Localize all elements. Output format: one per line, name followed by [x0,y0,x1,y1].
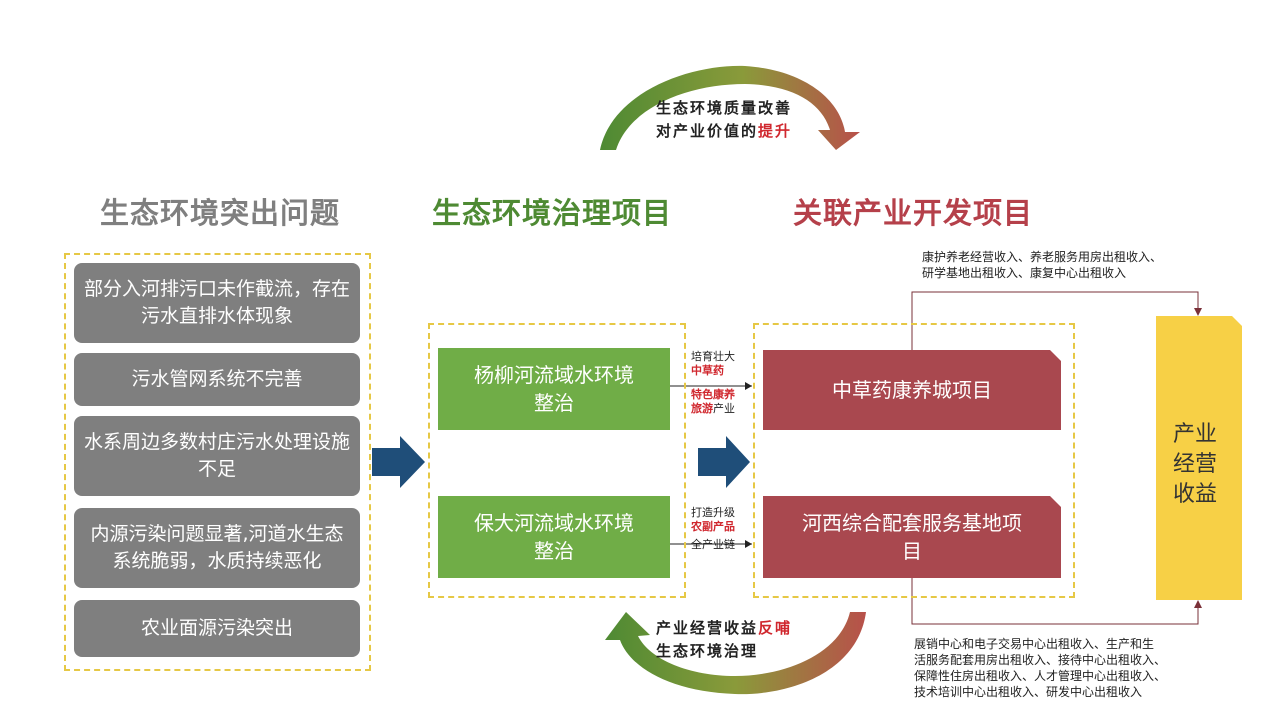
arrow-governance-to-industry [698,436,750,488]
link-label-1: 培育壮大 中草药 特色康养 旅游产业 [691,350,735,415]
heading-problems: 生态环境突出问题 [100,196,341,230]
red-box-bg-1 [763,350,1061,430]
arrow-problems-to-governance [372,436,425,488]
heading-governance: 生态环境治理项目 [432,196,673,230]
problem-item-4: 内源污染问题显著,河道水生态系统脆弱，水质持续恶化 [74,508,360,588]
revenue-column-bg [1156,316,1242,600]
governance-container [428,323,686,598]
revenue-note-bottom: 展销中心和电子交易中心出租收入、生产和生 活服务配套用房出租收入、接待中心出租收… [914,637,1167,699]
heading-industry: 关联产业开发项目 [793,196,1034,230]
problems-container [64,253,371,671]
cycle-arc-top [600,65,860,150]
problem-item-1: 部分入河排污口未作截流，存在污水直排水体现象 [74,263,360,343]
governance-item-2: 保大河流域水环境整治 [438,496,670,578]
revenue-note-top: 康护养老经营收入、养老服务用房出租收入、 研学基地出租收入、康复中心出租收入 [922,250,1163,280]
cycle-arc-bottom [605,612,866,695]
cycle-text-bottom: 产业经营收益反哺 生态环境治理 [656,619,793,660]
problem-item-2: 污水管网系统不完善 [74,353,360,406]
red-box-bg-2 [763,496,1061,578]
cycle-text-top: 生态环境质量改善 对产业价值的提升 [656,99,793,140]
revenue-box: 产业经营收益 [1172,422,1217,507]
governance-item-1: 杨柳河流域水环境整治 [438,348,670,430]
industry-container [753,323,1075,598]
link-label-2: 打造升级 农副产品 全产业链 [691,506,735,551]
industry-item-1: 中草药康养城项目 [832,378,992,402]
industry-item-2: 河西综合配套服务基地项目 [802,511,1022,563]
problem-item-3: 水系周边多数村庄污水处理设施不足 [74,416,360,496]
problem-item-5: 农业面源污染突出 [74,600,360,657]
